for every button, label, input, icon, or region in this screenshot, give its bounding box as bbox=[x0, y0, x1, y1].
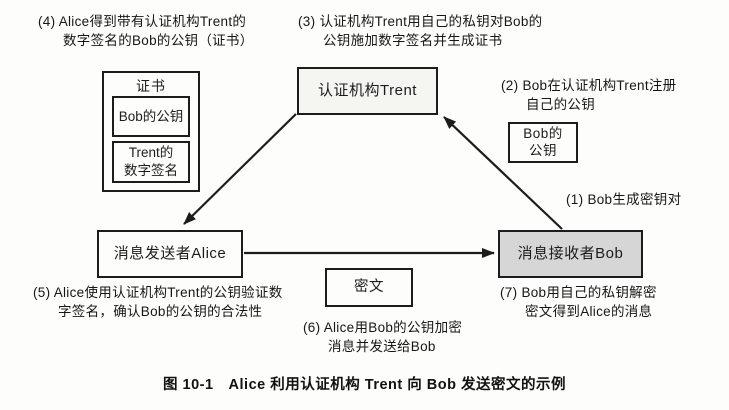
step-3-note: (3) 认证机构Trent用自己的私钥对Bob的 公钥施加数字签名并生成证书 bbox=[298, 14, 543, 48]
step-5-note: (5) Alice使用认证机构Trent的公钥验证数 字签名，确认Bob的公钥的… bbox=[33, 285, 283, 319]
bob-public-key-box: Bob的 公钥 bbox=[508, 122, 578, 163]
certificate-trent-signature: Trent的 数字签名 bbox=[112, 141, 190, 183]
alice-sender-box: 消息发送者Alice bbox=[97, 230, 243, 278]
arrow-certificate-to-alice bbox=[183, 113, 297, 225]
step-2-note: (2) Bob在认证机构Trent注册 自己的公钥 bbox=[501, 78, 677, 112]
figure-caption: 图 10-1 Alice 利用认证机构 Trent 向 Bob 发送密文的示例 bbox=[163, 377, 566, 393]
step-6-note: (6) Alice用Bob的公钥加密 消息并发送给Bob bbox=[303, 320, 463, 354]
bob-receiver-box: 消息接收者Bob bbox=[498, 230, 643, 278]
certificate-bob-public-key: Bob的公钥 bbox=[112, 96, 190, 137]
step-7-note: (7) Bob用自己的私钥解密 密文得到Alice的消息 bbox=[500, 285, 657, 319]
step-1-note: (1) Bob生成密钥对 bbox=[566, 192, 682, 207]
trent-ca-box: 认证机构Trent bbox=[297, 67, 438, 115]
ciphertext-box: 密文 bbox=[325, 268, 413, 307]
certificate-box: 证书 Bob的公钥 Trent的 数字签名 bbox=[102, 71, 200, 192]
step-4-note: (4) Alice得到带有认证机构Trent的 数字签名的Bob的公钥（证书） bbox=[38, 14, 254, 48]
certificate-title: 证书 bbox=[136, 78, 166, 94]
